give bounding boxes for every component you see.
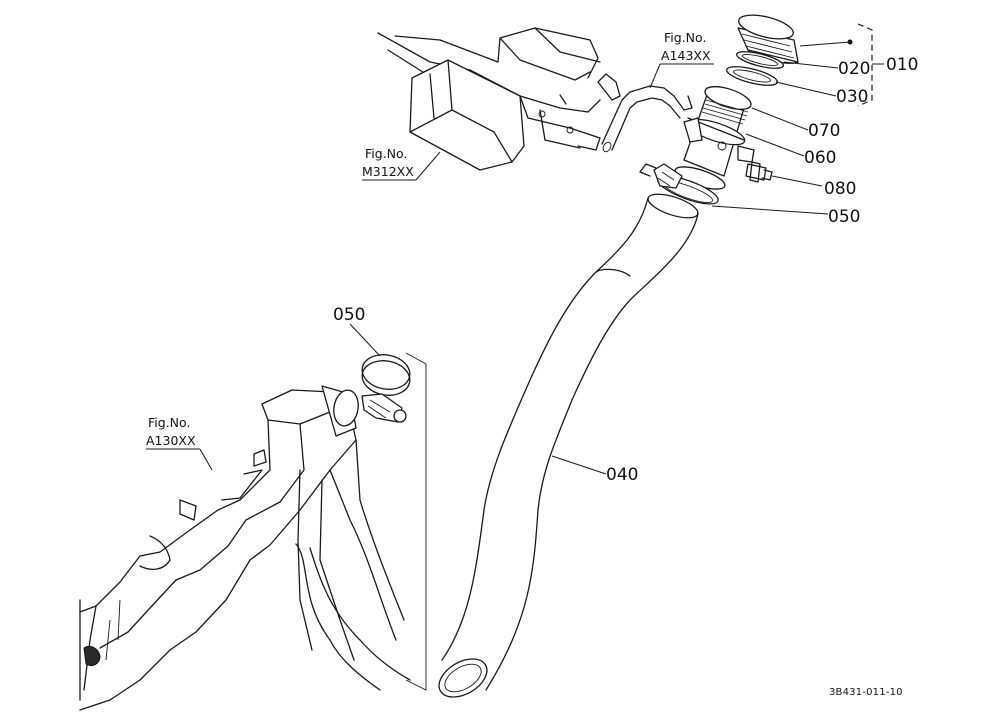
part-number-030: 030: [836, 87, 868, 107]
fig-ref-label: Fig.No.: [664, 30, 706, 45]
drawing-code: 3B431-011-10: [829, 687, 903, 698]
fig-ref-number: M312XX: [362, 164, 414, 179]
callout-030: 030: [775, 81, 868, 107]
part-number-050-upper: 050: [828, 207, 860, 227]
part-number-020: 020: [838, 59, 870, 79]
fig-ref-number: A143XX: [661, 48, 711, 63]
part-number-060: 060: [804, 148, 836, 168]
mounting-bracket-assembly: [377, 27, 601, 171]
hose-clamp-upper: [639, 163, 719, 205]
callout-020: 020: [783, 59, 870, 79]
callout-040: 040: [551, 455, 638, 485]
part-number-050-lower: 050: [333, 305, 365, 325]
breather-hose: [597, 73, 693, 153]
figure-ref-m312xx: Fig.No. M312XX: [362, 146, 441, 181]
hose-clamp-lower: [361, 354, 411, 423]
fig-ref-number: A130XX: [146, 433, 196, 448]
callout-050-lower: 050: [333, 305, 381, 357]
fig-ref-label: Fig.No.: [148, 415, 190, 430]
part-number-040: 040: [606, 465, 638, 485]
o-ring-020: [736, 51, 784, 69]
part-number-010: 010: [886, 55, 918, 75]
filler-port: [674, 86, 755, 190]
main-hose-040: [438, 193, 699, 698]
callout-070: 070: [751, 107, 840, 141]
bolt-080: [745, 161, 773, 183]
part-number-080: 080: [824, 179, 856, 199]
figure-ref-a130xx: Fig.No. A130XX: [146, 415, 213, 471]
callout-060: 060: [745, 133, 836, 168]
fig-ref-label: Fig.No.: [365, 146, 407, 161]
figure-ref-a143xx: Fig.No. A143XX: [649, 30, 714, 89]
callout-050-upper: 050: [711, 205, 860, 227]
assembly-boundary: [405, 352, 427, 691]
engine-housing: [79, 385, 411, 711]
callout-010: 010: [799, 23, 918, 107]
part-number-070: 070: [808, 121, 840, 141]
callout-080: 080: [771, 175, 856, 199]
